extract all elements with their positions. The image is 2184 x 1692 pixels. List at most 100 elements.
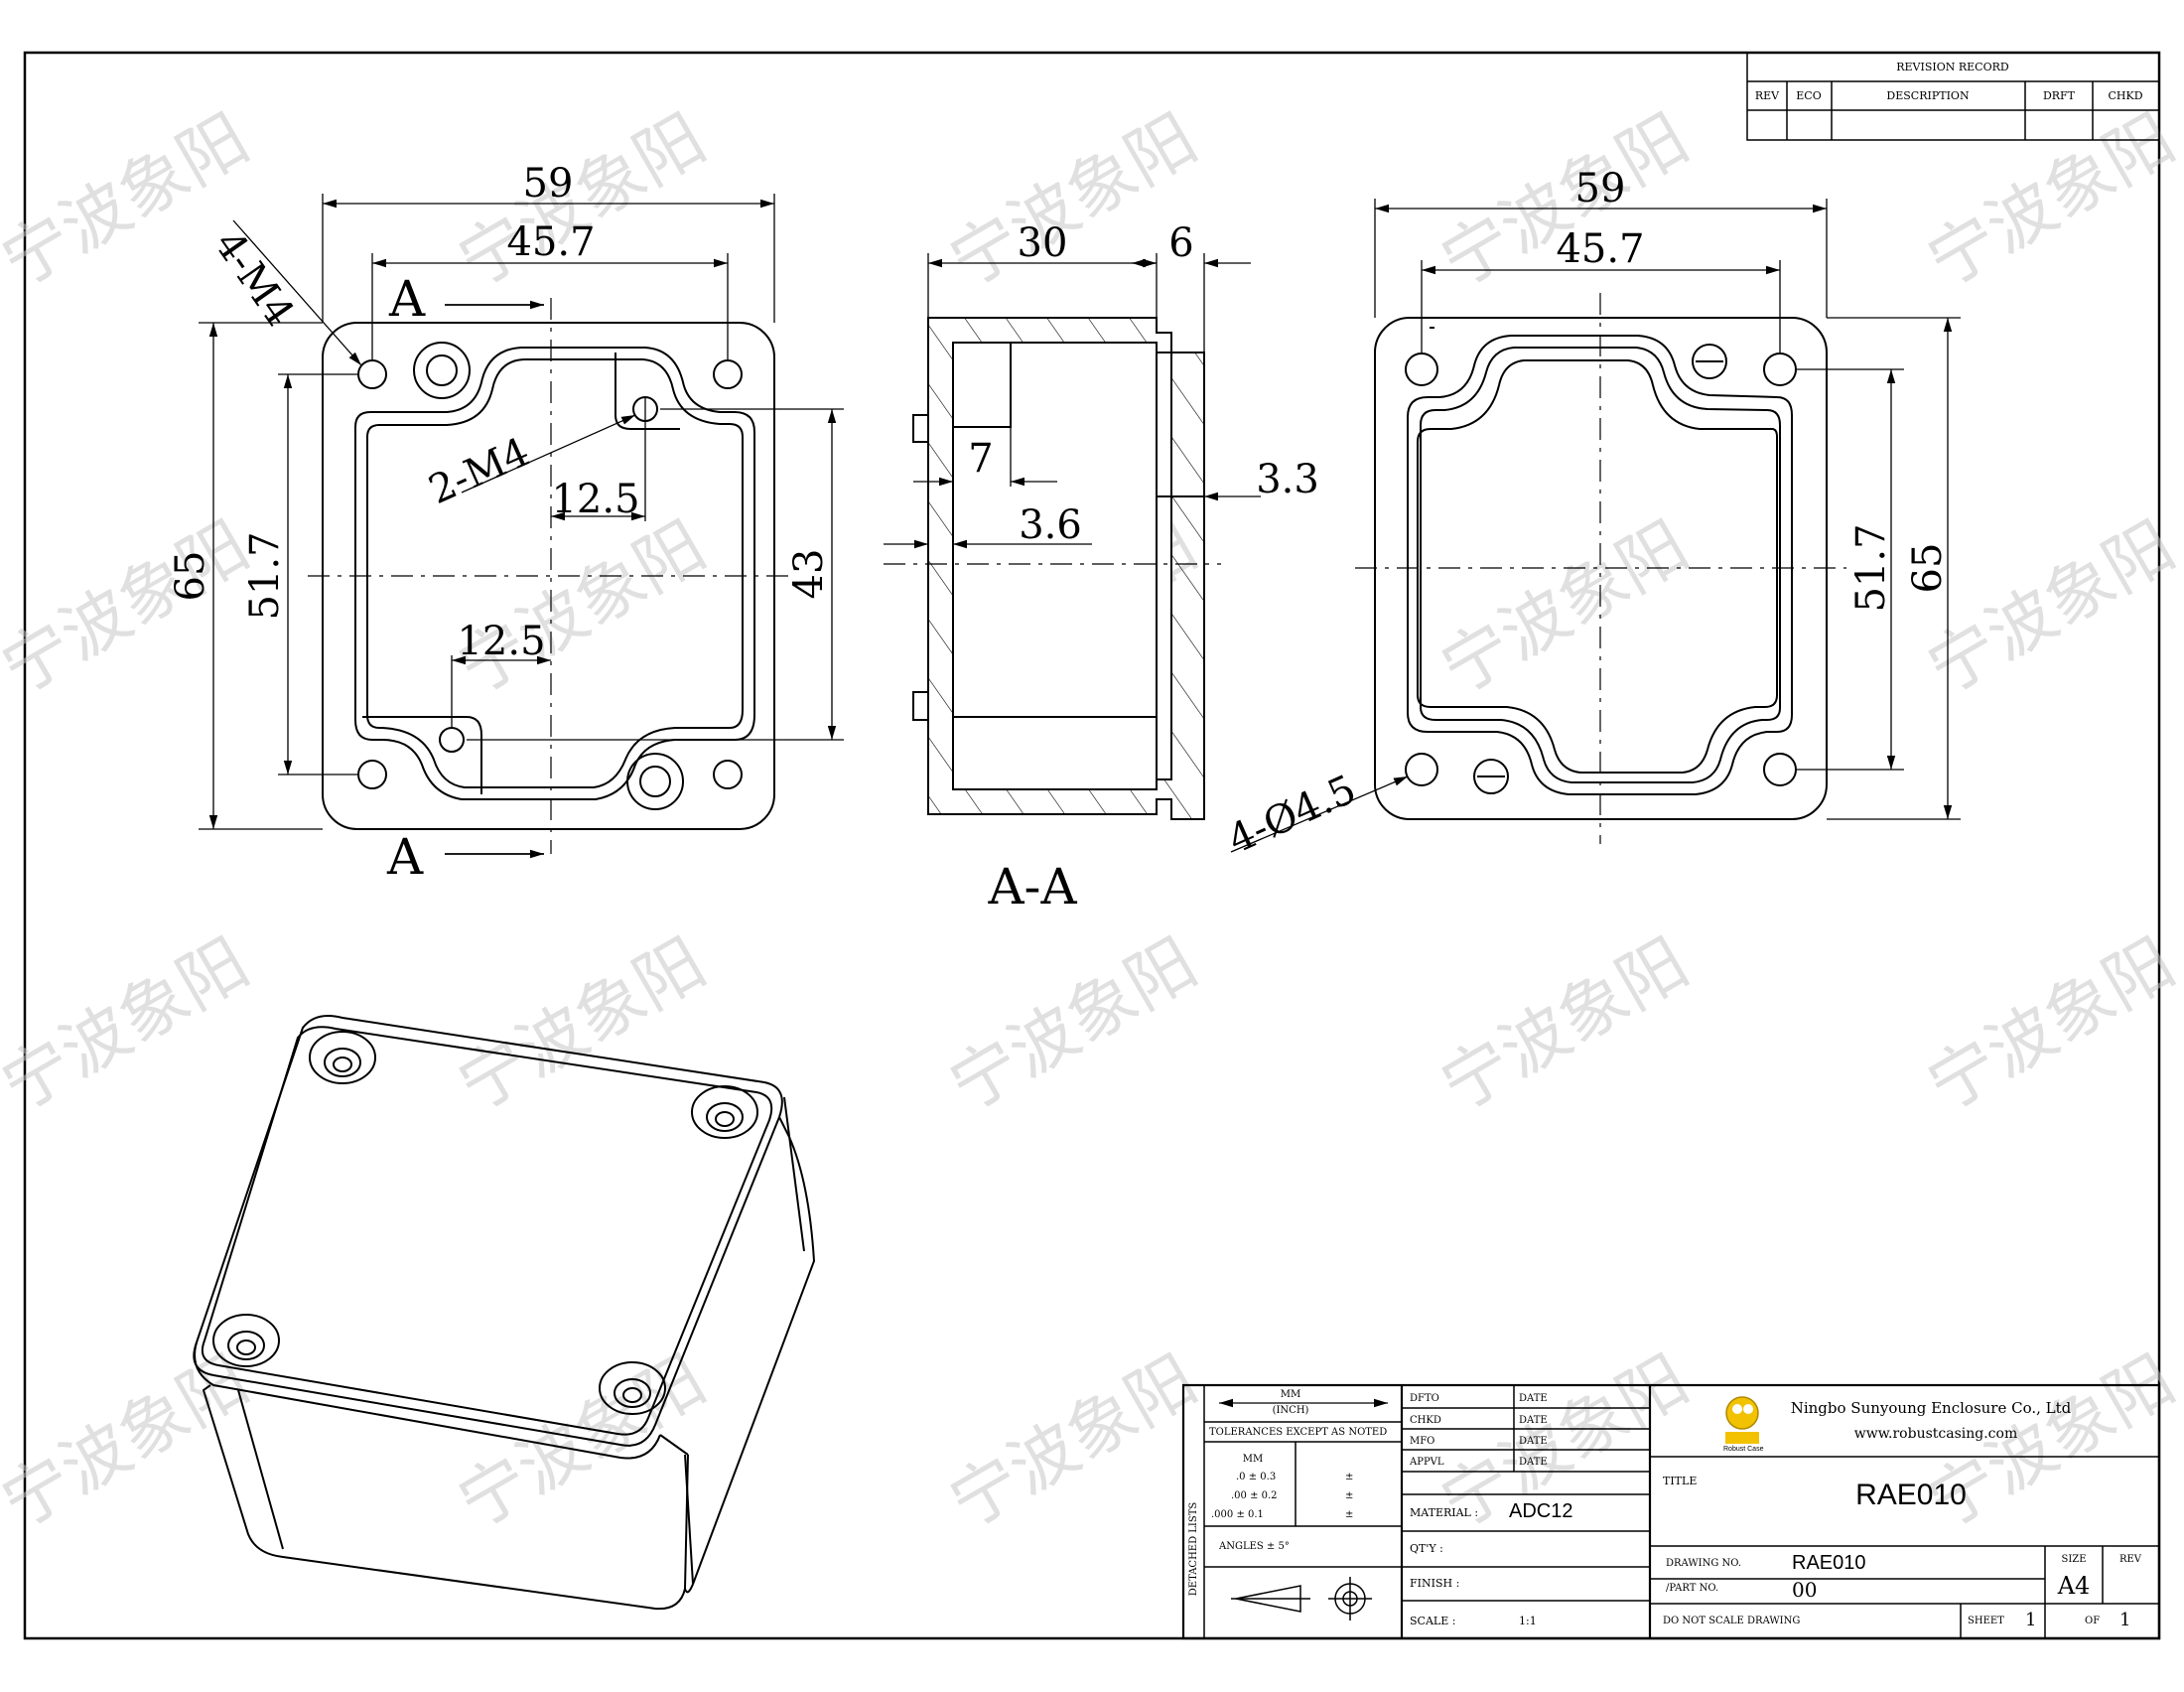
corner-hole xyxy=(713,760,743,789)
front-corner-holes-callout: 4-M4 xyxy=(205,222,303,335)
sign-row-label: APPVL xyxy=(1409,1457,1444,1468)
watermark: 宁波象阳 xyxy=(1915,506,2184,709)
section-step-dim: 7 xyxy=(968,436,993,482)
section-wall-side-dim: 3.3 xyxy=(1256,457,1319,502)
front-boss-bottom xyxy=(362,716,482,794)
tolerances-heading: TOLERANCES EXCEPT AS NOTED xyxy=(1209,1427,1387,1438)
watermark: 宁波象阳 xyxy=(1915,1340,2184,1543)
watermark: 宁波象阳 xyxy=(446,923,719,1126)
front-inner-height-dim: 43 xyxy=(786,549,832,600)
isometric-view xyxy=(193,1015,816,1611)
scale-label: SCALE : xyxy=(1410,1615,1455,1627)
company-website: www.robustcasing.com xyxy=(1854,1426,2017,1442)
back-holes-callout: 4-Ø4.5 xyxy=(1221,767,1362,863)
sign-row-label: CHKD xyxy=(1410,1415,1441,1426)
logo-text: Robust Case xyxy=(1723,1446,1764,1453)
back-corner-hole xyxy=(1405,352,1438,386)
size-label: SIZE xyxy=(2061,1554,2086,1565)
front-height-dim: 65 xyxy=(168,551,213,602)
watermark: 宁波象阳 xyxy=(1915,923,2184,1126)
front-gasket-inner xyxy=(366,358,744,788)
back-corner-hole xyxy=(1763,352,1797,386)
part-no-label: /PART NO. xyxy=(1666,1583,1718,1594)
iso-screw-hole xyxy=(324,1048,361,1077)
unit-mm: MM xyxy=(1281,1389,1300,1400)
section-view: 30 6 3.3 3.6 7 A-A xyxy=(884,220,1319,916)
inner-hole xyxy=(439,727,465,753)
section-cavity xyxy=(952,342,1158,790)
iso-screw-hole xyxy=(706,1102,744,1132)
sheet-value: 1 xyxy=(2025,1610,2036,1630)
back-gasket-inner xyxy=(1417,359,1778,774)
iso-screw-hole xyxy=(227,1331,265,1360)
back-gasket-outer xyxy=(1407,327,1793,795)
back-view: 59 45.7 65 51.7 4-Ø4.5 xyxy=(1221,166,1961,863)
watermark: 宁波象阳 xyxy=(937,1340,1210,1543)
back-corner-hole xyxy=(1763,753,1797,786)
iso-body-front xyxy=(202,1384,689,1611)
revision-record xyxy=(1746,52,2160,141)
watermark: 宁波象阳 xyxy=(1429,923,1702,1126)
watermarks: 宁波象阳 宁波象阳 宁波象阳 宁波象阳 宁波象阳 宁波象阳 宁波象阳 宁波象阳 … xyxy=(0,99,2184,1543)
watermark: 宁波象阳 xyxy=(0,1340,262,1543)
sign-row-label: MFO xyxy=(1410,1436,1434,1447)
watermark: 宁波象阳 xyxy=(1429,99,1702,302)
detached-lists-label: DETACHED LISTS xyxy=(1188,1502,1199,1597)
front-offset-bottom-dim: 12.5 xyxy=(457,619,545,664)
tolerance-row: .00 ± 0.2 xyxy=(1231,1490,1278,1501)
back-height-dim: 65 xyxy=(1905,543,1951,594)
back-corner-hole xyxy=(1405,753,1438,786)
section-lug xyxy=(912,691,929,721)
chkd-column: CHKD xyxy=(2108,89,2142,102)
section-lug xyxy=(912,414,929,443)
iso-screw-boss xyxy=(599,1361,666,1415)
section-lid-groove xyxy=(1156,352,1172,780)
drawing-title: RAE010 xyxy=(1855,1479,1967,1511)
watermark: 宁波象阳 xyxy=(446,99,719,302)
material-label: MATERIAL : xyxy=(1410,1506,1478,1519)
rev-column: REV xyxy=(1755,89,1780,102)
iso-screw-boss xyxy=(691,1085,758,1139)
sign-row-label: DFTO xyxy=(1410,1393,1439,1404)
section-wall-bottom-dim: 3.6 xyxy=(1019,502,1082,548)
iso-lid-edge xyxy=(194,1341,661,1460)
sign-row-date: DATE xyxy=(1519,1393,1548,1404)
sign-row-date: DATE xyxy=(1519,1457,1548,1468)
watermark: 宁波象阳 xyxy=(937,99,1210,302)
sheet-label: SHEET xyxy=(1968,1616,2004,1626)
section-label: A-A xyxy=(987,858,1077,916)
back-gasket-middle xyxy=(1420,347,1781,783)
section-depth-dim: 30 xyxy=(1018,220,1068,266)
tolerance-row: .0 ± 0.3 xyxy=(1236,1472,1276,1482)
section-lid-dim: 6 xyxy=(1168,220,1193,266)
corner-hole xyxy=(357,760,387,789)
tolerance-plusminus: ± xyxy=(1345,1509,1353,1520)
watermark: 宁波象阳 xyxy=(446,506,719,709)
title-block xyxy=(1181,1383,2161,1640)
material-value: ADC12 xyxy=(1509,1500,1572,1522)
size-value: A4 xyxy=(2057,1572,2091,1600)
back-hole-pitch-y-dim: 51.7 xyxy=(1848,523,1894,612)
iso-body-side xyxy=(684,1116,816,1594)
gland-boss xyxy=(626,753,684,810)
title-label: TITLE xyxy=(1663,1475,1697,1487)
back-hole xyxy=(1473,759,1509,794)
corner-hole xyxy=(713,359,743,389)
section-mark-top: A xyxy=(388,270,426,328)
watermark: 宁波象阳 xyxy=(0,923,262,1126)
of-label: OF xyxy=(2085,1616,2100,1626)
angles-tolerance: ANGLES ± 5° xyxy=(1218,1541,1290,1552)
part-no-value: 00 xyxy=(1792,1578,1817,1602)
back-hole xyxy=(1692,344,1727,379)
drft-column: DRFT xyxy=(2043,89,2076,102)
iso-screw-boss xyxy=(309,1031,376,1084)
sign-row-date: DATE xyxy=(1519,1436,1548,1447)
tolerance-plusminus: ± xyxy=(1345,1490,1353,1501)
sheet-border xyxy=(23,51,2161,1640)
gland-hole xyxy=(639,766,671,797)
iso-lid-top xyxy=(193,1015,783,1447)
scale-value: 1:1 xyxy=(1519,1615,1537,1627)
front-hole-pitch-x-dim: 45.7 xyxy=(506,219,595,265)
